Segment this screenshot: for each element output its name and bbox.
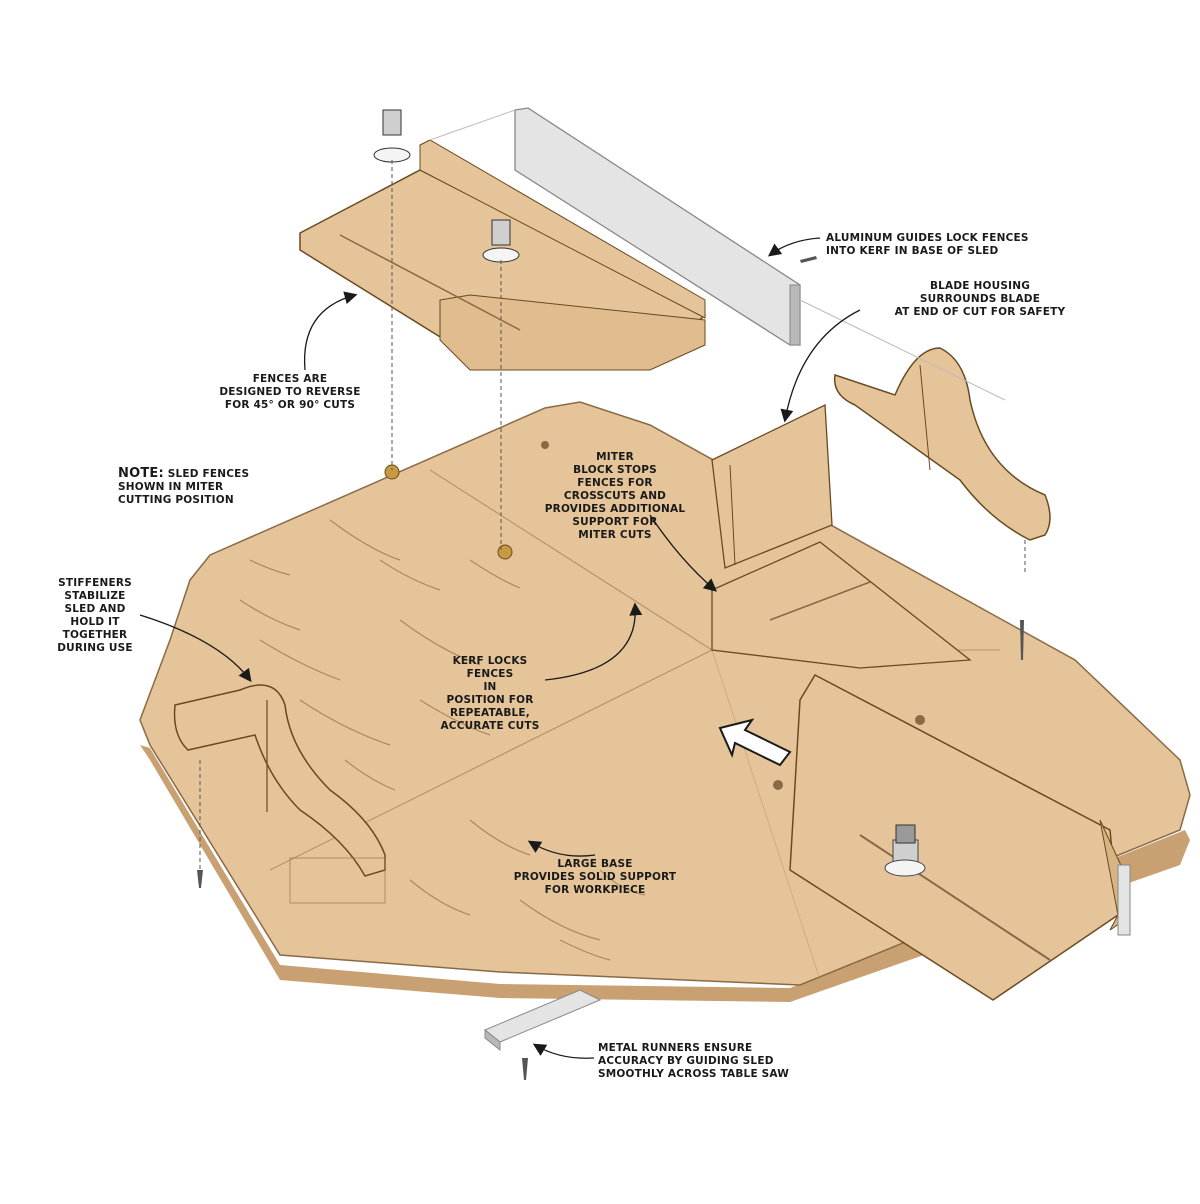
miter-block — [711, 403, 1024, 669]
left-stiffener — [173, 684, 386, 904]
callout-stiffeners: STIFFENERS STABILIZE SLED AND HOLD IT TO… — [57, 577, 133, 654]
callout-metal-runners: METAL RUNNERS ENSURE ACCURACY BY GUIDING… — [598, 1042, 790, 1080]
callout-miter-block: MITER BLOCK STOPS FENCES FOR CROSSCUTS A… — [544, 451, 686, 541]
callout-fences-reverse: FENCES ARE DESIGNED TO REVERSE FOR 45° O… — [219, 373, 361, 411]
callout-large-base: LARGE BASE PROVIDES SOLID SUPPORT FOR WO… — [513, 858, 677, 896]
callout-blade-housing: BLADE HOUSING SURROUNDS BLADE AT END OF … — [894, 280, 1066, 318]
callout-leaders — [139, 237, 861, 857]
note-label: NOTE: — [118, 466, 164, 481]
aluminum-guide — [429, 107, 1006, 401]
top-fence — [299, 109, 707, 550]
callout-kerf-locks: KERF LOCKS FENCES IN POSITION FOR REPEAT… — [440, 655, 540, 732]
right-fence — [789, 674, 1131, 1001]
blade-housing — [833, 347, 1051, 575]
feed-direction-arrow — [718, 718, 792, 767]
metal-runner — [484, 989, 602, 1080]
callout-aluminum-guides: ALUMINUM GUIDES LOCK FENCES INTO KERF IN… — [826, 232, 1029, 257]
callout-note: NOTE: SLED FENCES SHOWN IN MITER CUTTING… — [118, 466, 250, 506]
wood-grain — [239, 519, 646, 961]
